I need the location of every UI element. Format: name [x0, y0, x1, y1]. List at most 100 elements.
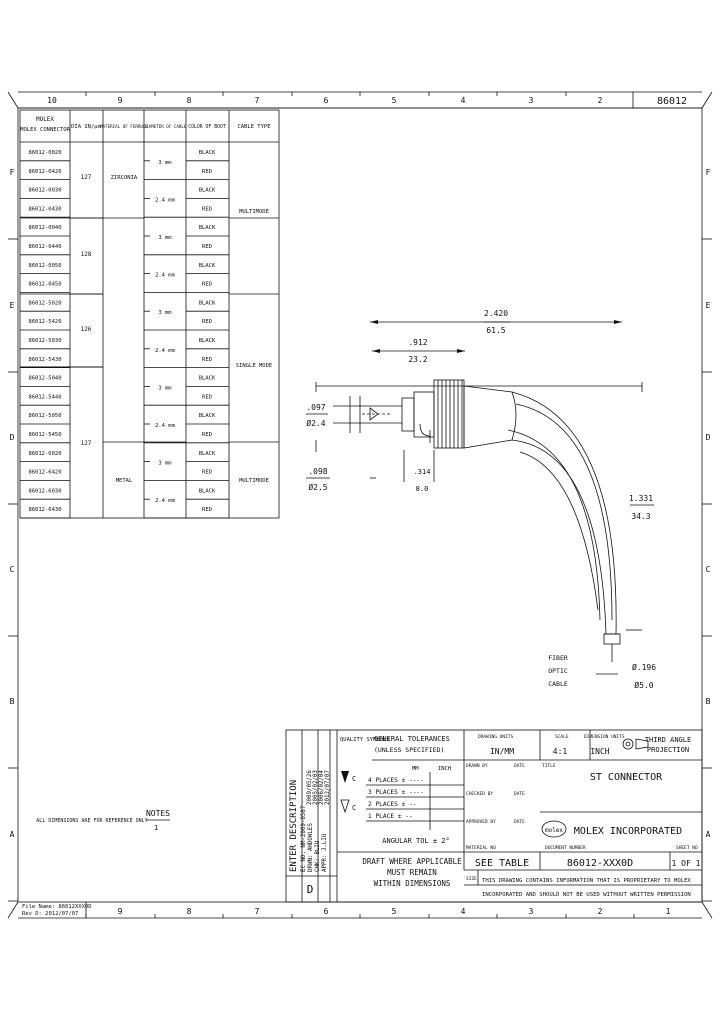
table-header-dia: DIA IN/µm [71, 124, 101, 130]
table-boot-color: BLACK [199, 488, 216, 494]
zone-top-8: 8 [187, 96, 192, 105]
title-label: TITLE [542, 763, 556, 769]
material-no-label: MATERIAL NO [466, 845, 496, 851]
dim-ferrule-in: .097 [306, 403, 325, 412]
zone-left-F: F [10, 168, 15, 177]
footer-file-name: File Name: 86012XXX0D [22, 904, 92, 910]
table-boot-color: RED [202, 282, 212, 288]
table-part-number: 86012-0030 [28, 188, 61, 194]
dim-nut-in: .314 [414, 468, 431, 476]
table-part-number: 86012-5420 [28, 319, 61, 325]
scale-value: 4:1 [553, 747, 568, 756]
tol-header-in: INCH [438, 766, 451, 772]
table-cable-diameter: 3 mm [158, 310, 172, 316]
angular-tolerance: ANGULAR TOL ± 2° [382, 837, 449, 845]
dim-ferrule-mm: Ø2.4 [306, 418, 325, 428]
draft-note-2: MUST REMAIN [387, 868, 437, 877]
fiber-optic-label-1: FIBER [548, 654, 568, 662]
sheet-value: 1 OF 1 [672, 859, 701, 868]
table-ferrule-1: ZIRCONIA [111, 175, 138, 181]
table-header-connector: MOLEX CONNECTOR [20, 127, 70, 133]
table-boot-color: BLACK [199, 413, 216, 419]
table-cable-diameters: 3 mm2.4 mm3 mm2.4 mm3 mm2.4 mm3 mm2.4 mm… [144, 160, 186, 519]
document-number: 86012-XXX0D [567, 858, 633, 869]
zone-bottom-8: 8 [187, 907, 192, 916]
projection-label-1: THIRD ANGLE [645, 736, 691, 744]
dimension-units: INCH [590, 747, 609, 756]
revision-date: 2005/02/03 [313, 770, 319, 805]
table-boot-color: BLACK [199, 376, 216, 382]
table-ferrule-3: METAL [116, 478, 133, 484]
proprietary-line-1: THIS DRAWING CONTAINS INFORMATION THAT I… [482, 878, 691, 884]
table-boot-color: RED [202, 394, 212, 400]
drawn-by-label: DRAWN BY [466, 763, 488, 769]
table-dia-in-1: 127 [81, 174, 92, 181]
zone-bottom-4: 4 [461, 907, 466, 916]
tol-header-mm: MM [412, 766, 419, 772]
table-cable-diameter: 3 mm [158, 385, 172, 391]
zone-top-2: 2 [598, 96, 603, 105]
zone-bottom-2: 2 [598, 907, 603, 916]
scale-label: SCALE [555, 734, 569, 740]
revision-date: 2006/02/04 [319, 770, 325, 805]
table-cable-diameter: 3 mm [158, 160, 172, 166]
drawing-units: IN/MM [490, 747, 514, 756]
drawing-title: ST CONNECTOR [590, 772, 663, 783]
table-cable-diameter: 2.4 mm [155, 498, 176, 504]
sheet-label: SHEET NO [676, 845, 698, 851]
fiber-optic-label-2: OPTIC [548, 667, 568, 675]
proprietary-line-2: INCORPORATED AND SHOULD NOT BE USED WITH… [482, 892, 691, 898]
tolerance-rows: 4 PLACES ± ----3 PLACES ± ----2 PLACES ±… [366, 772, 464, 830]
zone-left-B: B [10, 697, 15, 706]
dim-tip-in: .098 [308, 467, 327, 476]
zone-bottom-1: 1 [666, 907, 671, 916]
knurled-nut [437, 380, 463, 448]
table-part-number: 86012-0050 [28, 263, 61, 269]
table-header-ferrule: MATERIAL OF FERRULE [100, 124, 148, 129]
revision-entry: EC NO: NM-2009-0587 [301, 805, 307, 872]
table-boot-color: RED [202, 470, 212, 476]
table-part-number: 86012-5440 [28, 394, 61, 400]
zone-right-F: F [706, 168, 711, 177]
table-boot-color: BLACK [199, 263, 216, 269]
table-cable-diameter: 3 mm [158, 235, 172, 241]
molex-logo-text: molex [545, 827, 563, 834]
company-name: MOLEX INCORPORATED [574, 826, 682, 837]
notes-text: ALL DIMENSIONS ARE FOR REFERENCE ONLY [36, 818, 147, 824]
table-boot-color: BLACK [199, 338, 216, 344]
table-header-connector-1: MOLEX [36, 116, 54, 123]
table-cable-type-1: MULTIMODE [239, 209, 269, 215]
zone-right-D: D [706, 433, 711, 442]
fiber-optic-label-3: CABLE [548, 680, 568, 688]
table-part-number: 86012-0430 [28, 206, 61, 212]
tolerance-row: 2 PLACES ± -- [368, 801, 416, 808]
table-part-number: 86012-5040 [28, 376, 61, 382]
table-part-number: 86012-0440 [28, 244, 61, 250]
table-cable-type-3: MULTIMODE [239, 478, 269, 484]
table-part-number: 86012-6430 [28, 507, 61, 513]
table-part-number: 86012-0020 [28, 150, 61, 156]
approved-date-label: DATE [514, 819, 525, 825]
projection-icon [622, 738, 649, 750]
table-dia-in-3: 126 [81, 326, 92, 333]
drawing-number-top: 86012 [657, 96, 687, 107]
notes-section: NOTES ALL DIMENSIONS ARE FOR REFERENCE O… [36, 809, 170, 832]
zone-right-E: E [706, 301, 711, 310]
table-cable-type-2: SINGLE MODE [236, 363, 272, 369]
dim-bend-in: 1.331 [629, 494, 653, 503]
table-dia-in-2: 128 [81, 251, 92, 258]
quality-symbol-b: C [352, 804, 356, 812]
table-boot-color: BLACK [199, 451, 216, 457]
table-part-number: 86012-5030 [28, 338, 61, 344]
quality-symbol-a: C [352, 775, 356, 783]
table-part-number: 86012-6420 [28, 470, 61, 476]
table-part-number: 86012-5050 [28, 413, 61, 419]
footer-revision: Rev D: 2012/07/07 [22, 911, 78, 917]
dim-nut-mm: 8.0 [416, 485, 429, 493]
approved-by-label: APPROVED BY [466, 819, 496, 825]
dim-body-in: .912 [408, 338, 427, 347]
tolerance-row: 1 PLACE ± -- [368, 813, 413, 820]
